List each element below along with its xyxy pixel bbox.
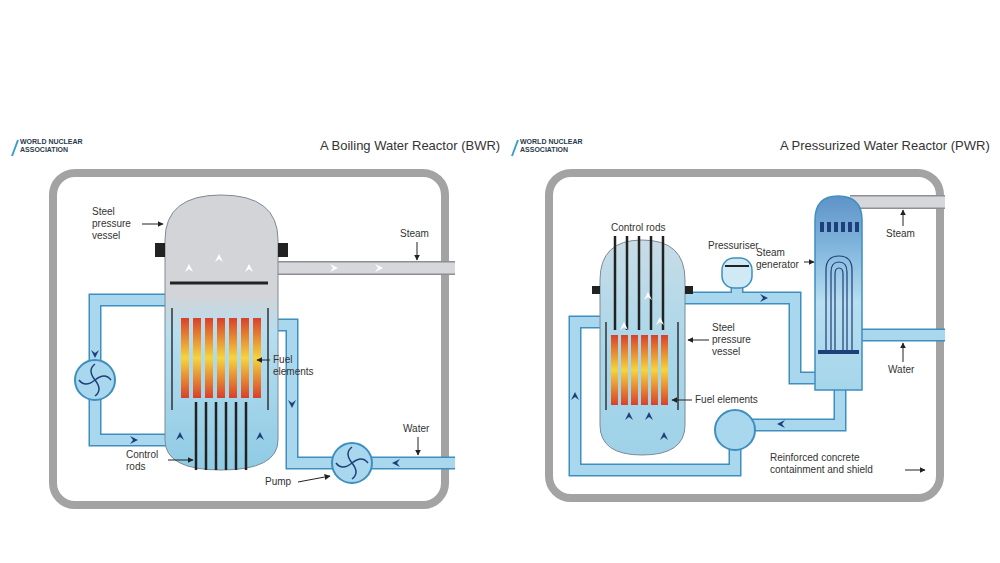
part-label: Water [888, 364, 914, 376]
part-label: Control rods [126, 449, 166, 473]
part-label: Steam generator [756, 247, 803, 271]
part-label: Control rods [611, 222, 665, 234]
part-label: Water [403, 423, 429, 435]
diagram-title: A Boiling Water Reactor (BWR) [320, 138, 500, 154]
part-label: Pressuriser [708, 240, 759, 252]
part-label: Fuel elements [273, 354, 319, 378]
diagram-title: A Pressurized Water Reactor (PWR) [780, 138, 990, 154]
logo-text: WORLD NUCLEAR ASSOCIATION [20, 138, 94, 154]
note-label: Reinforced concrete containment and shie… [770, 452, 892, 476]
part-label: Steam [886, 228, 915, 240]
part-label: Fuel elements [695, 394, 758, 406]
part-label: Steam [400, 228, 429, 240]
part-label: Steel pressure vessel [92, 206, 140, 242]
logo-text: WORLD NUCLEAR ASSOCIATION [520, 138, 594, 154]
part-label: Pump [265, 476, 291, 488]
part-label: Steel pressure vessel [712, 322, 760, 358]
